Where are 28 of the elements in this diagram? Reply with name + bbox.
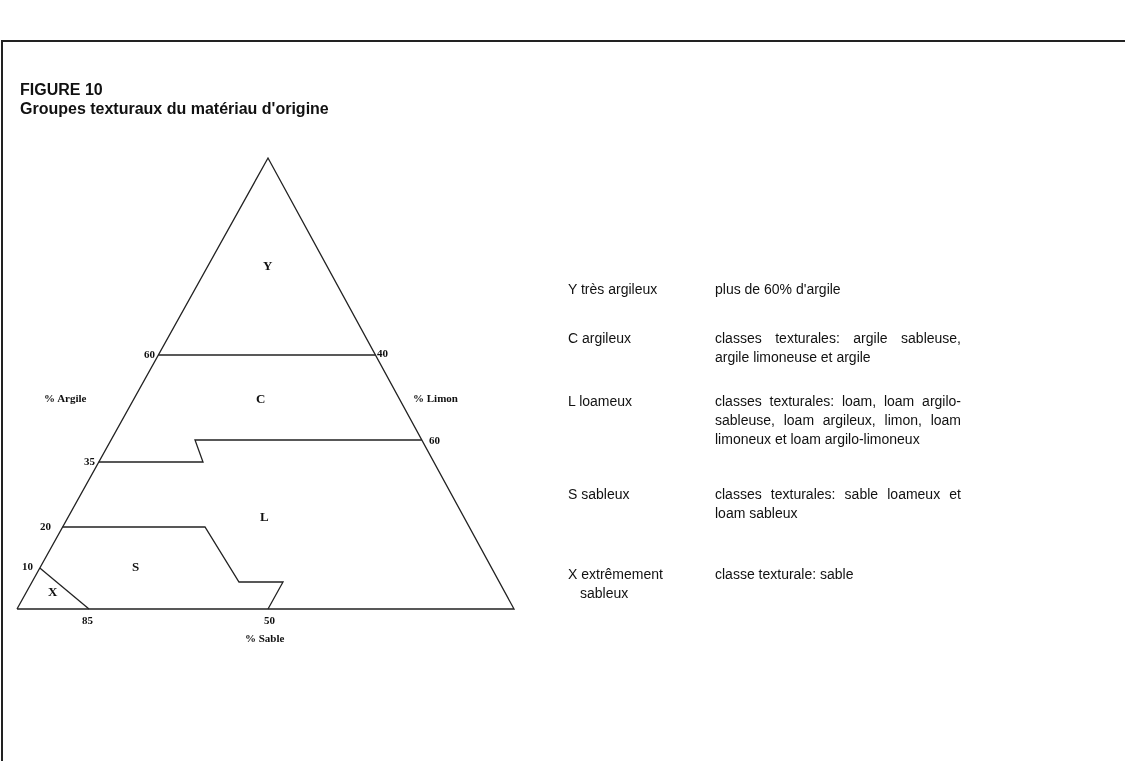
axis-title: % Limon: [413, 392, 458, 404]
axis-tick-value: 40: [377, 347, 388, 359]
region-letter: Y: [263, 258, 273, 274]
class-name: C argileux: [568, 329, 632, 348]
class-description: plus de 60% d'argile: [715, 280, 842, 299]
region-letter: C: [256, 391, 266, 407]
figure-number: FIGURE 10: [20, 81, 103, 99]
region-letter: L: [260, 509, 269, 525]
region-letter: S: [132, 559, 140, 575]
class-description: classe texturale: sable: [715, 565, 855, 584]
figure-title: Groupes texturaux du matériau d'origine: [20, 100, 329, 118]
axis-tick-value: 60: [429, 434, 440, 446]
axis-tick-value: 60: [144, 348, 155, 360]
axis-tick-value: 35: [84, 455, 95, 467]
region-letter: X: [48, 584, 58, 600]
class-name: X extrêmement sableux: [568, 565, 664, 603]
class-name: L loameux: [568, 392, 633, 411]
class-name: S sableux: [568, 485, 630, 504]
axis-tick-value: 85: [82, 614, 93, 626]
axis-title: % Sable: [245, 632, 285, 644]
class-description: classes texturales: loam, loam argilo-sableuse, loam argileux, limon, loam limoneux et loam argilo-limoneux: [715, 392, 961, 449]
axis-tick-value: 20: [40, 520, 51, 532]
axis-title: % Argile: [44, 392, 87, 404]
class-description: classes texturales: argile sableuse, argile limoneuse et argile: [715, 329, 961, 367]
axis-tick-value: 50: [264, 614, 275, 626]
class-description: classes texturales: sable loameux et loam sableux: [715, 485, 961, 523]
class-name: Y très argileux: [568, 280, 658, 299]
axis-tick-value: 10: [22, 560, 33, 572]
